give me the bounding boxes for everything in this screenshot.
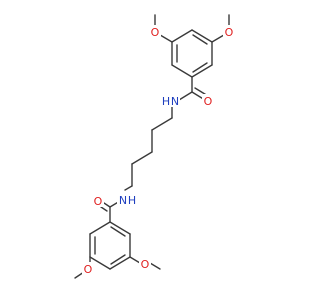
atom-label: N bbox=[171, 95, 179, 108]
atom-label-h: H bbox=[162, 95, 170, 108]
atom-o-bottom-left: O bbox=[82, 262, 94, 276]
bond bbox=[89, 256, 111, 270]
bond bbox=[191, 29, 213, 43]
atom-o-top-carbonyl: O bbox=[202, 94, 214, 108]
bond bbox=[100, 206, 108, 212]
bond bbox=[110, 226, 126, 237]
bond bbox=[171, 29, 193, 43]
atom-label: O bbox=[151, 26, 160, 39]
bond bbox=[124, 185, 133, 191]
bond bbox=[149, 262, 161, 270]
bond bbox=[110, 254, 126, 265]
atom-o-bottom-carbonyl: O bbox=[92, 194, 104, 208]
hexyl-chain bbox=[124, 103, 173, 191]
bond bbox=[89, 221, 111, 235]
atom-label: O bbox=[94, 195, 103, 208]
structure-diagram: O O O H N N H O O O bbox=[74, 14, 235, 279]
bond bbox=[178, 91, 193, 101]
bond bbox=[192, 34, 208, 45]
atom-nh-top: H N bbox=[160, 94, 180, 108]
atom-label: O bbox=[84, 263, 93, 276]
atom-label: O bbox=[204, 95, 213, 108]
top-ring-group bbox=[154, 14, 230, 101]
bond bbox=[129, 256, 141, 264]
atom-nh-bottom: N H bbox=[117, 193, 137, 207]
bond bbox=[151, 117, 173, 131]
atom-o-top-right: O bbox=[223, 25, 235, 39]
bond bbox=[109, 221, 131, 235]
atom-label: N bbox=[119, 194, 127, 207]
bond bbox=[171, 64, 193, 78]
atom-label-h: H bbox=[128, 194, 136, 207]
atom-label: O bbox=[225, 26, 234, 39]
bond bbox=[192, 62, 208, 73]
bond bbox=[103, 202, 111, 208]
bond bbox=[131, 151, 153, 165]
atom-o-bottom-right: O bbox=[139, 257, 151, 271]
bond bbox=[191, 64, 213, 78]
atom-o-top-left: O bbox=[149, 25, 161, 39]
bond bbox=[109, 256, 131, 270]
atom-label: O bbox=[141, 258, 150, 271]
